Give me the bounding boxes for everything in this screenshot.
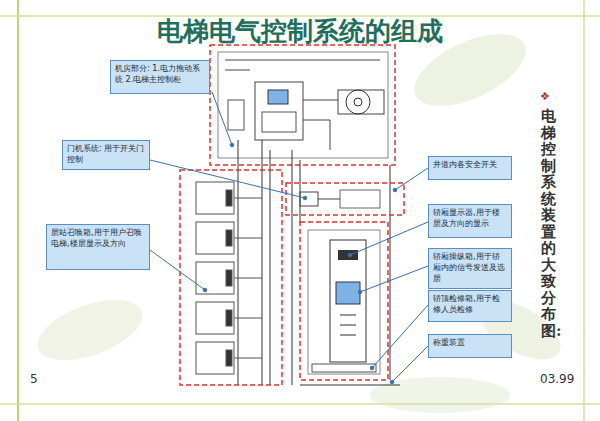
side-caption: 电梯控制系统装置的大致分布图:: [541, 108, 556, 339]
callout-box: 轿厢显示器,用于楼层及方向的显示: [428, 204, 512, 238]
callout-text: 层站召唤箱,用于用户召唤电梯,楼层显示及方向: [51, 228, 145, 250]
elevator-car: [300, 222, 388, 380]
callout-text: 轿顶检修箱,用于检修人员检修: [433, 294, 507, 316]
leader-lines: [150, 92, 428, 384]
callout-text: 轿厢显示器,用于楼层及方向的显示: [433, 208, 507, 230]
callout-box: 轿厢操纵箱,用于轿厢内的信号发送及选层: [428, 248, 512, 289]
callout-text: 机房部分: 1.电力拖动系统 2.电梯主控制柜: [115, 64, 205, 86]
hoistway-wiring: [238, 140, 400, 385]
callout-text: 称重装置: [433, 338, 507, 349]
callout-text: 门机系统: 用于开关门控制: [67, 144, 145, 166]
date-mark: 03.99: [540, 372, 574, 386]
page-title: 电梯电气控制系统的组成: [0, 14, 600, 49]
landing-call-boxes: [180, 170, 282, 385]
bullet-mark: ❖: [540, 90, 550, 103]
page-number: 5: [30, 372, 38, 386]
callout-box: 轿顶检修箱,用于检修人员检修: [428, 290, 512, 322]
door-system: [286, 183, 404, 215]
callout-box: 井道内各安全开关: [428, 156, 512, 180]
callout-box: 称重装置: [428, 334, 512, 358]
callout-box: 层站召唤箱,用于用户召唤电梯,楼层显示及方向: [46, 224, 150, 270]
callout-text: 井道内各安全开关: [433, 160, 507, 171]
callout-box: 机房部分: 1.电力拖动系统 2.电梯主控制柜: [110, 60, 210, 94]
callout-text: 轿厢操纵箱,用于轿厢内的信号发送及选层: [433, 252, 507, 284]
callout-box: 门机系统: 用于开关门控制: [62, 140, 150, 170]
